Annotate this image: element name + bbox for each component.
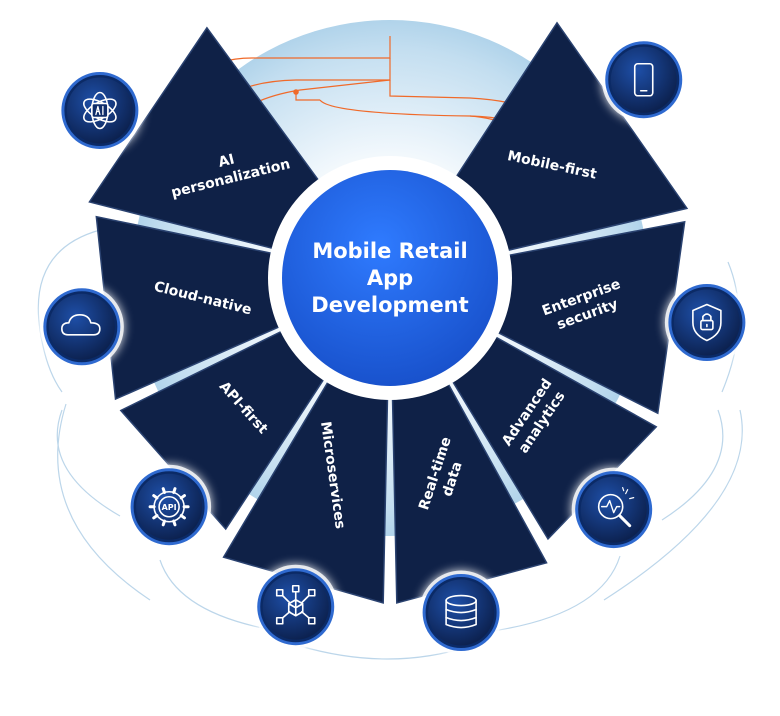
badge-real-time-data [419,570,504,655]
badge-core [673,289,740,356]
microservices-cube-icon [275,584,316,625]
svg-text:API: API [162,503,177,512]
badge-enterprise-security [664,280,749,365]
label-ai-personalization-line1: AI [217,151,236,170]
badge-mobile-first [601,37,686,122]
badge-microservices [253,564,338,649]
cloud-icon [61,314,101,336]
icon-badges: API [39,37,749,655]
smartphone-icon [633,62,654,97]
badge-cloud-native [39,284,124,369]
hub-title-line1: Mobile Retail [312,239,467,263]
badge-core [48,293,115,360]
hub: Mobile Retail App Development [268,156,512,400]
segment-ring [88,21,689,604]
badge-ai-personalization [57,68,142,153]
badge-core [136,473,203,540]
analytics-magnifier-icon [597,487,635,528]
hub-title-line2: App [367,266,413,290]
badge-core [580,476,647,543]
shield-lock-icon [692,303,722,342]
badge-advanced-analytics [571,467,656,552]
badge-core [610,46,677,113]
badge-api-first: API [127,464,212,549]
hub-title-line3: Development [311,293,468,317]
database-icon [445,594,477,629]
ai-chip-icon [82,91,117,130]
api-gear-icon: API [148,487,190,527]
hub-circle [282,170,498,386]
